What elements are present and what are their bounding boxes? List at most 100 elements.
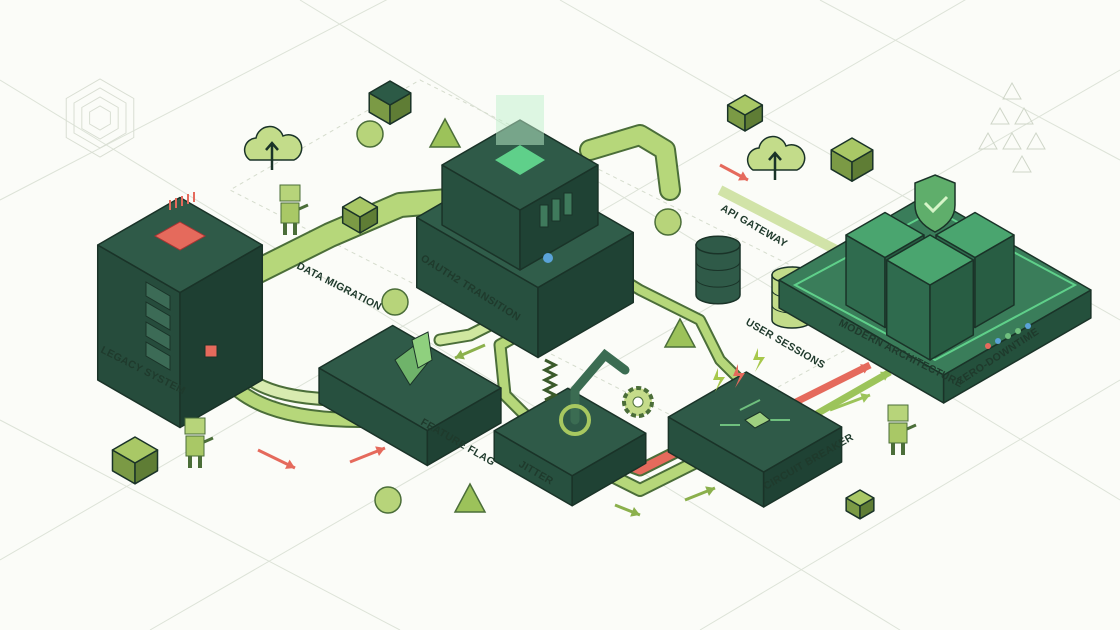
cube xyxy=(341,196,379,234)
grid-line xyxy=(0,419,401,630)
cube xyxy=(111,436,159,485)
pyramid xyxy=(453,482,487,513)
robot xyxy=(887,404,917,455)
lightning-icon xyxy=(733,364,745,388)
box-top-face xyxy=(935,211,1015,259)
gear-hub xyxy=(632,396,644,408)
status-led xyxy=(985,343,991,349)
status-led xyxy=(1015,328,1021,334)
cylinder-ring xyxy=(695,278,741,288)
status-led xyxy=(1025,323,1031,329)
triangle-decoration xyxy=(1026,131,1046,150)
oauth-drive xyxy=(551,198,561,222)
robot-body xyxy=(888,422,908,444)
arrow-green xyxy=(454,343,486,360)
arrow-head xyxy=(285,459,295,469)
grid-line xyxy=(819,0,1120,161)
legacy-alert-square xyxy=(153,221,207,251)
oauth-glow xyxy=(496,95,544,145)
database-dark xyxy=(695,235,741,305)
drive-bay xyxy=(145,281,171,311)
arrow-green xyxy=(614,503,641,517)
box-top-face xyxy=(726,94,764,116)
status-led xyxy=(995,338,1001,344)
lightning-icon xyxy=(713,368,725,392)
arrow-head xyxy=(455,349,465,360)
cloud-upload-icon xyxy=(243,125,303,170)
oauth-drive xyxy=(539,204,549,228)
breaker-switch xyxy=(744,411,771,429)
box-top-face xyxy=(845,489,875,507)
check-icon xyxy=(923,195,949,214)
robot xyxy=(279,184,309,235)
arrow-shaft xyxy=(717,185,843,257)
lightning-icon xyxy=(753,348,765,372)
components xyxy=(96,80,1092,520)
drive-bay xyxy=(145,321,171,351)
grid-line xyxy=(0,79,901,630)
pyramid xyxy=(663,317,697,348)
robot xyxy=(184,417,214,468)
platform-glow xyxy=(792,208,1078,362)
upload-arrow xyxy=(768,151,782,180)
oauth-drive xyxy=(563,192,573,216)
arrow-red xyxy=(719,163,749,182)
robot-head xyxy=(279,184,301,202)
cube xyxy=(368,80,412,125)
box-top-face xyxy=(111,436,159,464)
robot-arm xyxy=(298,203,309,211)
arrow-head xyxy=(880,371,890,381)
hexagon-decoration xyxy=(65,78,135,158)
triangle-decoration xyxy=(990,106,1010,125)
box-top-face xyxy=(341,196,379,218)
port-red xyxy=(204,344,218,358)
triangle-decoration xyxy=(1014,106,1034,125)
robot-head xyxy=(887,404,909,422)
arrow-head xyxy=(738,171,748,181)
robot-arm xyxy=(203,436,214,444)
cylinder-body xyxy=(695,244,741,305)
arrow-red xyxy=(257,448,296,470)
robot-body xyxy=(280,202,300,224)
box-top-face xyxy=(885,234,975,286)
triangle-decoration xyxy=(1002,131,1022,150)
sphere xyxy=(381,288,409,316)
arrow-green xyxy=(829,393,871,412)
grid-line xyxy=(699,379,1120,630)
drive-bay xyxy=(145,301,171,331)
box-top-face xyxy=(368,80,412,106)
triangle-decoration xyxy=(978,131,998,150)
cube xyxy=(726,94,764,132)
box-top-face xyxy=(845,211,925,259)
pyramid xyxy=(428,117,462,148)
cloud-upload-icon xyxy=(746,135,806,180)
conveyor-oauth-exit xyxy=(581,126,679,199)
triangle-decoration xyxy=(1002,81,1022,100)
flag-toggle xyxy=(411,331,433,369)
robot-head xyxy=(184,417,206,435)
arrow-head xyxy=(860,364,870,374)
cube xyxy=(845,489,875,520)
status-led xyxy=(1005,333,1011,339)
spring-icon xyxy=(541,358,559,402)
circuit-traces xyxy=(720,399,790,426)
box-top-face xyxy=(830,137,874,163)
arrow-green xyxy=(684,486,716,502)
arrow-head xyxy=(630,507,640,517)
sphere xyxy=(356,120,384,148)
arrow-head xyxy=(705,486,715,496)
drive-bay xyxy=(145,341,171,371)
grid-line xyxy=(0,0,388,201)
hexagon-decoration xyxy=(73,87,127,149)
sphere xyxy=(374,486,402,514)
arm-base-ring xyxy=(559,404,591,436)
arrow-head xyxy=(860,393,870,403)
label-data-migration: DATA MIGRATION xyxy=(295,260,384,313)
hexagon-decoration xyxy=(89,105,111,131)
robot-body xyxy=(185,435,205,457)
cylinder-ring xyxy=(695,261,741,271)
arrow-red xyxy=(349,446,386,464)
oauth-screen xyxy=(495,145,545,175)
